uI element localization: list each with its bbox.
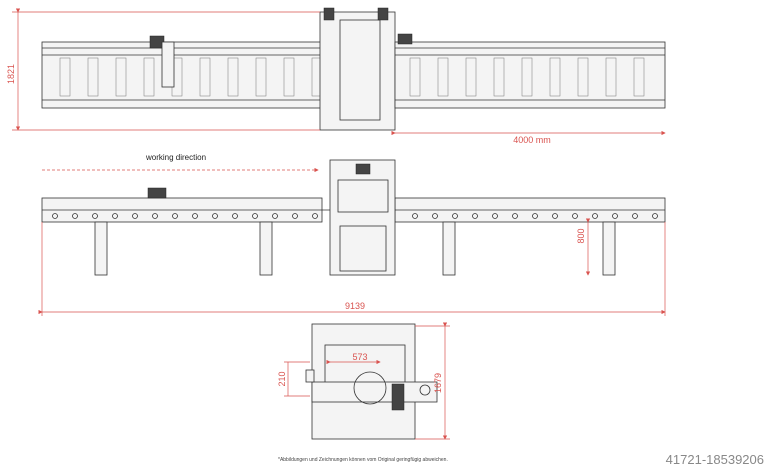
roller [552,213,558,219]
roller [652,213,658,219]
table-support [493,57,505,97]
table-support [577,57,589,97]
table-support [521,57,533,97]
table-support [437,57,449,97]
table-support [227,57,239,97]
dim-1821: 1821 [6,64,16,84]
roller [112,213,118,219]
table-support [549,57,561,97]
roller [292,213,298,219]
roller [512,213,518,219]
dim-1679: 1679 [433,373,443,393]
roller [272,213,278,219]
table-support [283,57,295,97]
roller [612,213,618,219]
top-view: 1821 4000 mm [6,7,666,145]
table-support [605,57,617,97]
roller [132,213,138,219]
side-view: working direction 800 9139 [38,153,666,316]
table-support [255,57,267,97]
roller [492,213,498,219]
roller [472,213,478,219]
dim-210: 210 [277,371,287,386]
listing-code: 41721-18539206 [665,452,764,467]
table-support [115,57,127,97]
table-support [143,57,155,97]
roller [52,213,58,219]
roller [192,213,198,219]
dim-4000: 4000 mm [513,135,551,145]
dim-9139: 9139 [345,301,365,311]
roller [72,213,78,219]
roller [592,213,598,219]
table-support [465,57,477,97]
roller [632,213,638,219]
roller [212,213,218,219]
roller [232,213,238,219]
dim-800: 800 [576,228,586,243]
disclaimer-text: *Abbildungen und Zeichnungen können vom … [278,457,448,463]
roller [532,213,538,219]
table-support [199,57,211,97]
table-support [409,57,421,97]
roller [92,213,98,219]
right-outfeed-table [394,41,666,109]
roller [172,213,178,219]
roller [252,213,258,219]
dim-573: 573 [352,352,367,362]
roller [312,213,318,219]
roller [432,213,438,219]
working-direction-label: working direction [145,153,206,162]
roller [152,213,158,219]
table-support [87,57,99,97]
front-view: 573 210 1679 [277,322,450,440]
roller [452,213,458,219]
table-support [633,57,645,97]
table-support [59,57,71,97]
roller [572,213,578,219]
roller [412,213,418,219]
